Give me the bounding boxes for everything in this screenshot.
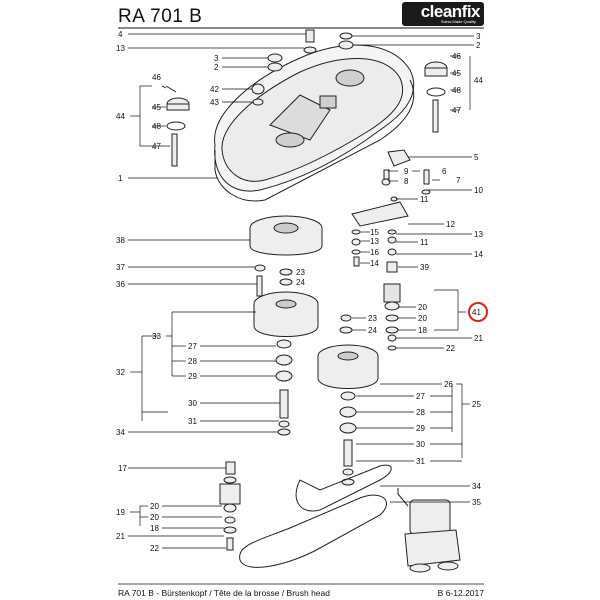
labels-left: 4 13 3 2 42 43 46 45 44 48 47 1 38 37 36…: [116, 30, 379, 553]
cleanfix-logo: [402, 2, 484, 26]
callout-r5: 5: [474, 153, 479, 162]
callout-30: 30: [188, 399, 197, 408]
callout-r48: 48: [452, 86, 461, 95]
callout-22: 22: [150, 544, 159, 553]
callout-34: 34: [116, 428, 125, 437]
callout-r41: 41: [472, 308, 481, 317]
callout-15: 15: [370, 228, 379, 237]
callout-3: 3: [214, 54, 219, 63]
callout-23: 23: [296, 268, 305, 277]
footer-doc-ref: B 6-12.2017: [437, 588, 484, 598]
callout-r46: 46: [452, 52, 461, 61]
logo-subtitle: Swiss Made Quality: [440, 19, 476, 24]
callout-r18: 18: [418, 326, 427, 335]
callout-32: 32: [116, 368, 125, 377]
callout-r26: 26: [444, 380, 453, 389]
callout-29: 29: [188, 372, 197, 381]
callout-r11a: 11: [420, 195, 429, 204]
callout-36: 36: [116, 280, 125, 289]
callout-r20a: 20: [418, 303, 427, 312]
callout-38: 38: [116, 236, 125, 245]
callout-31: 31: [188, 417, 197, 426]
callout-r44: 44: [474, 76, 483, 85]
callout-20: 20: [150, 502, 159, 511]
callout-23b: 23: [368, 314, 377, 323]
callout-18: 18: [150, 524, 159, 533]
callout-r2: 2: [476, 41, 481, 50]
callout-r3: 3: [476, 32, 481, 41]
callout-r27: 27: [416, 392, 425, 401]
callout-33: 33: [152, 332, 161, 341]
callout-17: 17: [118, 464, 127, 473]
callout-42: 42: [210, 85, 219, 94]
right-cap-assembly: [424, 61, 448, 133]
left-bearing-shaft: [275, 339, 293, 436]
callout-r39: 39: [420, 263, 429, 272]
callout-r10: 10: [474, 186, 483, 195]
callout-48: 48: [152, 122, 161, 131]
callout-27: 27: [188, 342, 197, 351]
callout-r30: 30: [416, 440, 425, 449]
callout-13b: 13: [370, 237, 379, 246]
callout-4: 4: [118, 30, 123, 39]
callout-r8: 8: [404, 177, 409, 186]
left-upper-pulley: [249, 215, 323, 256]
scrubber-machine-illustration: [397, 488, 461, 573]
callout-1: 1: [118, 174, 123, 183]
left-main-pulley: [253, 291, 319, 337]
highlight-circle-41: [468, 302, 488, 322]
callout-14: 14: [370, 259, 379, 268]
callout-21: 21: [116, 532, 125, 541]
callout-r9: 9: [404, 167, 409, 176]
callout-r25: 25: [472, 400, 481, 409]
callout-r28: 28: [416, 408, 425, 417]
callout-r21: 21: [474, 334, 483, 343]
leader-lines-left: [128, 33, 306, 549]
callout-37: 37: [116, 263, 125, 272]
callout-44: 44: [116, 112, 125, 121]
callout-r20b: 20: [418, 314, 427, 323]
callout-46: 46: [152, 73, 161, 82]
logo-text: cleanfix: [420, 2, 481, 21]
callout-47: 47: [152, 142, 161, 151]
footer-caption: RA 701 B - Bürstenkopf / Tête de la bros…: [118, 588, 330, 598]
page-title: RA 701 B: [118, 6, 203, 27]
callout-r47: 47: [452, 106, 461, 115]
callout-43: 43: [210, 98, 219, 107]
callout-19: 19: [116, 508, 125, 517]
callout-2: 2: [214, 63, 219, 72]
callout-20b: 20: [150, 513, 159, 522]
callout-r12: 12: [446, 220, 455, 229]
right-main-pulley: [317, 344, 379, 389]
left-cap-assembly: [165, 85, 190, 167]
callout-r11b: 11: [420, 238, 429, 247]
callout-28: 28: [188, 357, 197, 366]
callout-r6: 6: [442, 167, 447, 176]
callout-24b: 24: [368, 326, 377, 335]
callout-16: 16: [370, 248, 379, 257]
callout-r13: 13: [474, 230, 483, 239]
callout-r7: 7: [456, 176, 461, 185]
callout-r34: 34: [472, 482, 481, 491]
callout-r22: 22: [446, 344, 455, 353]
left-small-parts: [254, 264, 293, 297]
callout-13: 13: [116, 44, 125, 53]
callout-r35: 35: [472, 498, 481, 507]
callout-r45: 45: [452, 69, 461, 78]
top-cover: [214, 44, 415, 202]
drive-belt: [239, 464, 392, 568]
callout-r29: 29: [416, 424, 425, 433]
lower-left-hardware: [219, 461, 241, 551]
callout-24: 24: [296, 278, 305, 287]
leader-lines-right: [352, 35, 474, 503]
callout-r14: 14: [474, 250, 483, 259]
callout-45: 45: [152, 103, 161, 112]
labels-right: 3 2 46 45 44 48 47 5 9 6 8 7 10 11 12 13…: [404, 32, 483, 507]
right-bearing-shaft: [339, 391, 357, 486]
right-bracket-parts: [351, 149, 431, 273]
callout-r31: 31: [416, 457, 425, 466]
